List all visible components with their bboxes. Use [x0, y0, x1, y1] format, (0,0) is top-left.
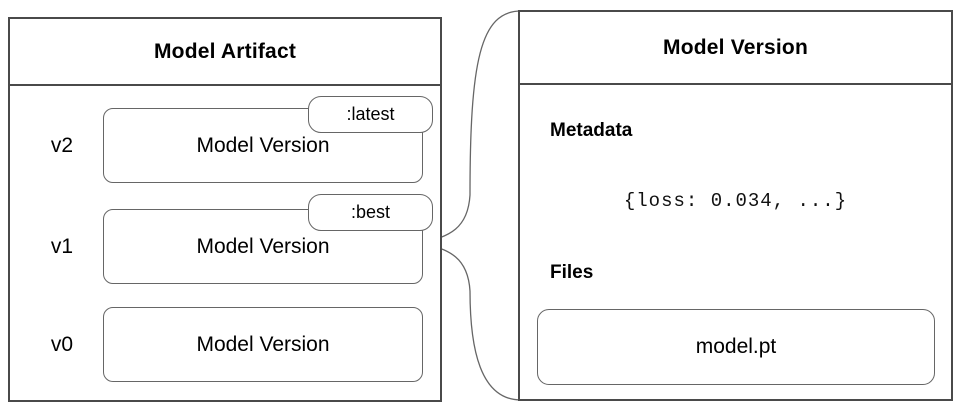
model-artifact-title: Model Artifact	[10, 19, 440, 86]
version-label-v0: v0	[50, 333, 74, 356]
model-version-detail-panel: Model Version Metadata {loss: 0.034, ...…	[518, 10, 953, 401]
files-heading: Files	[550, 262, 594, 283]
metadata-value: {loss: 0.034, ...}	[623, 190, 848, 212]
tag-best-label: :best	[350, 202, 391, 222]
tag-latest: :latest	[308, 96, 433, 133]
metadata-heading: Metadata	[550, 120, 633, 141]
tag-latest-label: :latest	[346, 104, 395, 124]
model-version-box-label: Model Version	[196, 133, 330, 157]
model-artifact-panel: Model Artifact v2 Model Version :latest …	[8, 17, 442, 402]
model-version-box-label: Model Version	[196, 234, 330, 258]
model-version-box-label: Model Version	[196, 332, 330, 356]
model-version-box-v0: Model Version	[103, 307, 423, 382]
version-label-v2: v2	[50, 134, 74, 157]
version-label-v1: v1	[50, 235, 74, 258]
model-version-detail-title: Model Version	[520, 12, 951, 85]
file-name: model.pt	[695, 335, 777, 358]
file-box: model.pt	[537, 309, 935, 385]
tag-best: :best	[308, 194, 433, 231]
